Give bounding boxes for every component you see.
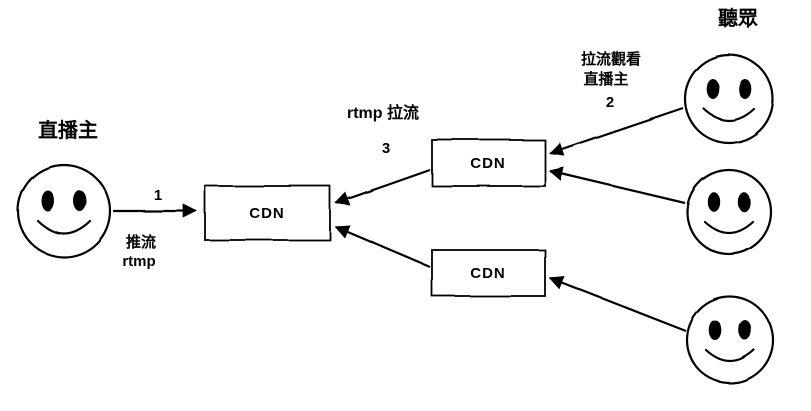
audience-label: 聽眾 bbox=[718, 6, 758, 30]
cdn-origin-box bbox=[204, 185, 331, 241]
cdn-edge-bottom-label: CDN bbox=[470, 265, 506, 282]
eye-icon bbox=[708, 320, 722, 340]
streamer-smiley-face bbox=[16, 163, 112, 259]
arrow-viewer-top-to-edge-top bbox=[548, 106, 684, 156]
cdn-edge-bottom-box bbox=[431, 249, 546, 297]
eye-icon bbox=[73, 190, 87, 212]
streamer-label: 直播主 bbox=[38, 118, 98, 142]
smile-icon bbox=[703, 220, 755, 235]
arrow-viewer-bottom-to-edge-bottom bbox=[548, 276, 687, 333]
push-label-line2: rtmp bbox=[122, 253, 155, 270]
shapes-layer bbox=[16, 53, 775, 385]
viewer-smiley-face-top bbox=[683, 53, 775, 145]
arrow-edge-top-to-origin bbox=[334, 168, 431, 206]
cdn-edge-top-box bbox=[431, 139, 546, 187]
step2-label: 2 bbox=[606, 94, 614, 111]
eye-icon bbox=[41, 190, 55, 212]
arrow-viewer-middle-to-edge-top bbox=[548, 167, 686, 205]
eye-icon bbox=[706, 79, 720, 99]
smile-icon bbox=[704, 348, 756, 363]
step3-label: 3 bbox=[382, 140, 390, 157]
push-label-line1: 推流 bbox=[126, 233, 156, 251]
smile-icon bbox=[36, 219, 92, 235]
cdn-edge-top-label: CDN bbox=[470, 155, 506, 172]
labels-layer: 聽眾 拉流觀看 直播主 2 直播主 1 推流 rtmp rtmp 拉流 3 CD… bbox=[38, 6, 758, 282]
eye-icon bbox=[738, 320, 752, 340]
pull-watch-label-line1: 拉流觀看 bbox=[581, 50, 641, 68]
eye-icon bbox=[738, 79, 752, 99]
viewer-smiley-face-middle bbox=[685, 168, 773, 256]
arrow-edge-bottom-to-origin bbox=[334, 225, 431, 269]
viewer-smiley-face-bottom bbox=[685, 295, 775, 385]
pull-rtmp-label: rtmp 拉流 bbox=[347, 103, 419, 122]
cdn-origin-label: CDN bbox=[249, 205, 285, 222]
eye-icon bbox=[707, 192, 721, 212]
smile-icon bbox=[702, 107, 756, 122]
step1-label: 1 bbox=[154, 187, 162, 204]
eye-icon bbox=[737, 192, 751, 212]
pull-watch-label-line2: 直播主 bbox=[583, 70, 628, 88]
